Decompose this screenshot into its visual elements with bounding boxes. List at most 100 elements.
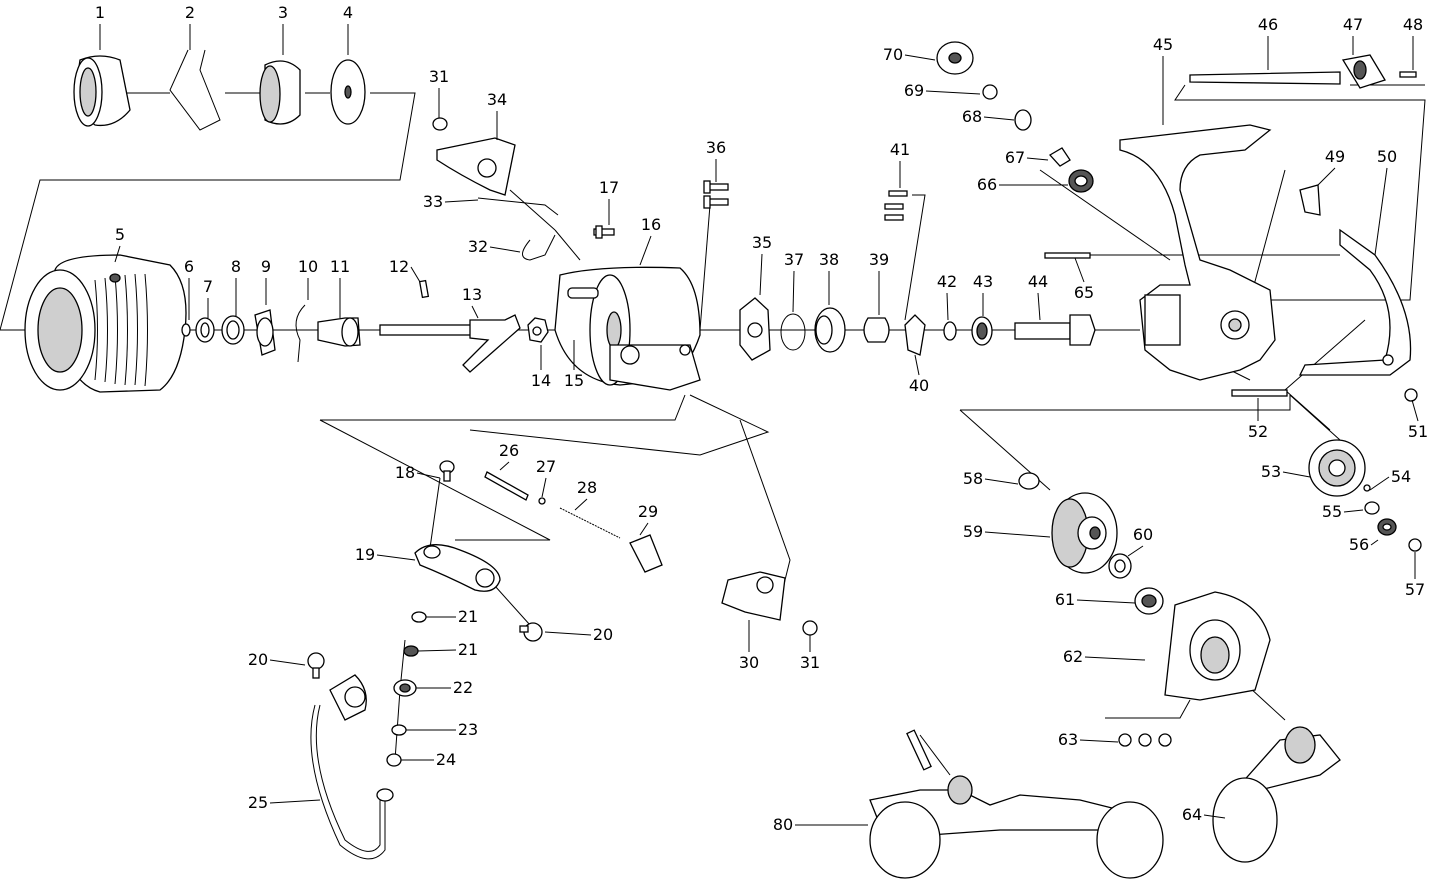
part-18-screw	[439, 460, 455, 482]
part-label-58: 58	[963, 469, 983, 488]
part-68-bushing	[1014, 109, 1032, 131]
leader-line-35	[759, 253, 763, 296]
leader-line-32	[489, 246, 521, 253]
part-label-43: 43	[973, 272, 993, 291]
part-31-screw-a	[432, 117, 448, 131]
part-44-pinion-gear	[1014, 314, 1096, 346]
leader-line-55	[1343, 509, 1364, 513]
leader-line-63	[1079, 739, 1119, 743]
part-label-24: 24	[436, 750, 456, 769]
part-13-main-shaft	[379, 314, 521, 373]
part-label-39: 39	[869, 250, 889, 269]
part-label-12: 12	[389, 257, 409, 276]
part-59-drive-gear	[1051, 492, 1118, 574]
part-label-33: 33	[423, 192, 443, 211]
leader-line-20	[544, 631, 592, 636]
part-label-54: 54	[1391, 467, 1411, 486]
part-26-pin	[484, 471, 529, 501]
leader-line-20	[269, 659, 306, 666]
part-label-68: 68	[962, 107, 982, 126]
leader-line-26	[499, 461, 510, 471]
part-20-screw-b	[307, 652, 325, 679]
part-42-washer	[943, 321, 957, 341]
part-label-8: 8	[231, 257, 241, 276]
part-label-46: 46	[1258, 15, 1278, 34]
leader-line-54	[1369, 476, 1390, 491]
leader-line-61	[1076, 599, 1136, 604]
part-label-44: 44	[1028, 272, 1048, 291]
leader-line-25	[269, 799, 321, 804]
part-label-11: 11	[330, 257, 350, 276]
part-69-gear	[982, 84, 998, 100]
part-label-62: 62	[1063, 647, 1083, 666]
part-27-ring	[538, 497, 546, 505]
part-label-10: 10	[298, 257, 318, 276]
part-31-screw-b	[802, 620, 818, 636]
part-label-25: 25	[248, 793, 268, 812]
part-33-bail-trip-wire	[477, 197, 559, 216]
part-label-63: 63	[1058, 730, 1078, 749]
part-28-spring	[559, 507, 621, 539]
part-9-drag-clicker	[254, 309, 276, 356]
part-16-rotor	[554, 266, 701, 391]
leader-line-64	[1203, 814, 1226, 819]
leader-line-37	[792, 270, 795, 313]
leader-line-19	[376, 554, 416, 561]
part-61-bearing	[1134, 587, 1164, 615]
part-41-screws	[884, 190, 908, 221]
part-58-washer	[1018, 472, 1040, 490]
part-37-clip	[780, 313, 806, 351]
leader-line-62	[1084, 656, 1146, 661]
part-6-washer	[181, 323, 191, 337]
leader-line-51	[1411, 399, 1419, 422]
part-23-roller	[393, 679, 417, 697]
part-label-20: 20	[248, 650, 268, 669]
part-label-4: 4	[343, 3, 353, 22]
leader-line-5	[114, 245, 121, 263]
part-label-53: 53	[1261, 462, 1281, 481]
part-label-1: 1	[95, 3, 105, 22]
part-49-clip	[1299, 184, 1321, 216]
part-19-bail-arm	[414, 544, 501, 592]
part-label-13: 13	[462, 285, 482, 304]
part-53-oscillating-gear	[1308, 439, 1366, 497]
part-label-2: 2	[185, 3, 195, 22]
part-5-spool	[24, 254, 187, 393]
leader-line-69	[925, 90, 981, 95]
part-label-32: 32	[468, 237, 488, 256]
part-60-washer	[1108, 553, 1132, 579]
leader-line-40	[914, 354, 920, 376]
leader-line-12	[410, 266, 421, 283]
part-label-66: 66	[977, 175, 997, 194]
part-52-pin	[1231, 389, 1288, 397]
part-label-38: 38	[819, 250, 839, 269]
part-label-7: 7	[203, 277, 213, 296]
part-48-screw	[1399, 71, 1417, 78]
part-label-37: 37	[784, 250, 804, 269]
part-21-washer-a	[411, 611, 427, 623]
part-label-15: 15	[564, 371, 584, 390]
leader-line-67	[1026, 157, 1049, 161]
part-43-bearing	[971, 316, 993, 346]
part-label-45: 45	[1153, 35, 1173, 54]
part-3-drag-housing	[259, 60, 301, 125]
part-2-clip-spring	[169, 49, 221, 131]
part-10-spring	[295, 304, 306, 363]
part-label-56: 56	[1349, 535, 1369, 554]
part-label-55: 55	[1322, 502, 1342, 521]
part-label-14: 14	[531, 371, 551, 390]
leader-line-60	[1127, 545, 1144, 557]
part-17-screw	[593, 225, 615, 239]
part-label-49: 49	[1325, 147, 1345, 166]
part-21-washer-b	[391, 724, 407, 736]
part-label-40: 40	[909, 376, 929, 395]
part-46-rod	[1189, 71, 1341, 85]
part-36-screws	[703, 180, 729, 209]
part-label-28: 28	[577, 478, 597, 497]
part-label-20: 20	[593, 625, 613, 644]
part-label-21: 21	[458, 640, 478, 659]
leader-line-33	[444, 199, 479, 203]
part-47-handle-knob	[1341, 54, 1386, 89]
part-label-22: 22	[453, 678, 473, 697]
